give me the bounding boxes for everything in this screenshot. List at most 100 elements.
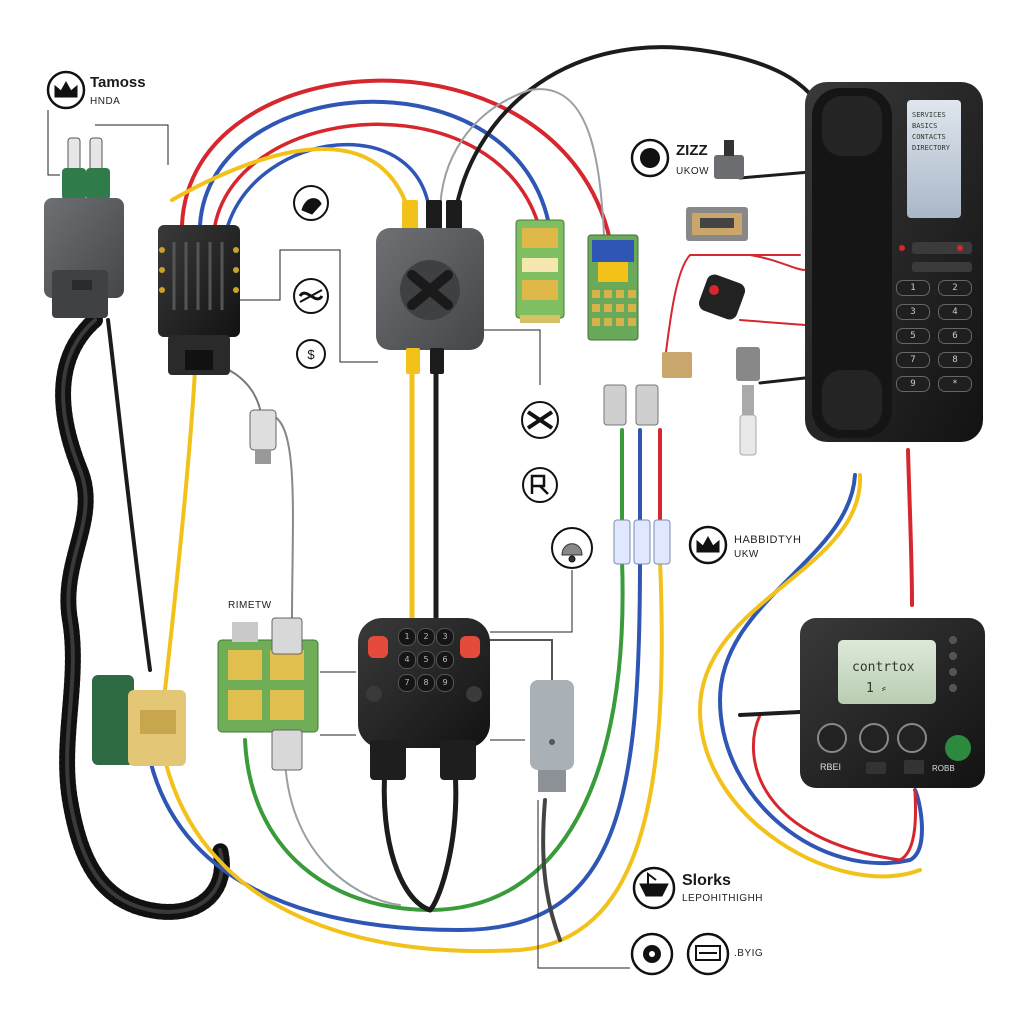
blue-wire-bottom — [148, 558, 642, 933]
disc-icon — [630, 932, 674, 976]
leader-lines — [47, 110, 630, 969]
terminal-blocks — [92, 675, 186, 766]
svg-text:$: $ — [307, 347, 315, 362]
phone-screen-line-1: SERVICES — [912, 111, 946, 119]
pcb-board — [217, 617, 319, 771]
swirl-icon — [293, 278, 329, 314]
phone-key-0[interactable]: 1 — [896, 280, 930, 296]
black-wire-top — [453, 45, 817, 217]
leader-tamoss — [47, 110, 60, 176]
phone-key-7[interactable]: 8 — [938, 352, 972, 368]
remote-key-6[interactable]: 6 — [436, 651, 454, 669]
controller-box — [800, 618, 985, 788]
yellow-wire-bottom — [163, 558, 664, 953]
pcb-module-2 — [587, 234, 639, 341]
pencil-hand-icon — [293, 185, 329, 221]
gray-wire-fuse-2 — [269, 414, 294, 621]
controller-lcd-main: contrtox — [852, 660, 915, 675]
gray-wire-module-2 — [487, 639, 553, 681]
phone-screen-line-4: DIRECTORY — [912, 144, 950, 152]
hub-box — [376, 200, 484, 374]
coiled-cord-inner — [61, 318, 224, 914]
remote-key-4[interactable]: 4 — [398, 651, 416, 669]
gear-face-icon — [630, 138, 670, 178]
red-wire-phone — [906, 448, 914, 607]
wires — [55, 45, 924, 953]
leader-bell — [490, 570, 573, 633]
leader-tamoss-2 — [95, 124, 169, 165]
phone-key-3[interactable]: 4 — [938, 304, 972, 320]
bell-icon — [551, 527, 593, 569]
phone-key-4[interactable]: 5 — [896, 328, 930, 344]
label-slorks-title: Slorks — [682, 872, 731, 889]
remote-key-8[interactable]: 8 — [417, 674, 435, 692]
gray-wire-bottom — [284, 759, 401, 906]
phone-screen — [907, 100, 961, 218]
printer-icon — [686, 932, 730, 976]
remote-key-5[interactable]: 5 — [417, 651, 435, 669]
controller-lcd-value: 1 ⸗ — [866, 681, 886, 696]
label-tamoss-sub: HNDA — [90, 96, 121, 107]
label-slorks-sub: LEPOHITHIGHH — [682, 893, 764, 904]
remote-key-9[interactable]: 9 — [436, 674, 454, 692]
controller-button-3[interactable] — [897, 723, 927, 753]
phone-screen-text: SERVICES BASICS CONTACTS DIRECTORY — [912, 110, 950, 154]
controller-label-right: ROBB — [932, 764, 955, 773]
phone-screen-line-3: CONTACTS — [912, 133, 946, 141]
red-wire-controller — [752, 713, 918, 862]
relay-module — [158, 225, 240, 375]
label-tamoss-title: Tamoss — [90, 74, 146, 91]
controller-button-1[interactable] — [817, 723, 847, 753]
label-habbidtyh-sub: UKW — [734, 549, 759, 560]
phone-screen-line-2: BASICS — [912, 122, 938, 130]
yellow-wire-phone — [697, 473, 922, 879]
phone-key-8[interactable]: 9 — [896, 376, 930, 392]
phone-key-1[interactable]: 2 — [938, 280, 972, 296]
red-wire-top — [180, 78, 612, 242]
red-wire-side-4 — [749, 254, 806, 271]
blue-wire-top — [198, 99, 552, 232]
green-wire-bottom — [243, 558, 625, 913]
dollar-icon: $ — [296, 339, 326, 369]
label-zizz-title: ZIZZ — [676, 142, 708, 159]
leader-hub — [483, 329, 541, 385]
small-fuse — [249, 409, 277, 464]
icon-symbols: $ — [46, 70, 730, 976]
usb-plug — [736, 347, 760, 456]
label-zizz-sub: UKOW — [676, 166, 710, 177]
connector-module — [530, 680, 574, 792]
film-connector — [686, 207, 748, 241]
remote-key-3[interactable]: 3 — [436, 628, 454, 646]
sensor-component — [698, 274, 746, 320]
scissors-icon — [521, 401, 559, 439]
label-rimetw: RIMETW — [228, 600, 272, 611]
rj-plugs — [603, 352, 692, 565]
black-wire-side-3 — [758, 376, 807, 385]
crown-icon — [46, 70, 86, 110]
key-r-icon — [522, 467, 558, 503]
switch-component — [714, 140, 744, 179]
label-byig: .BYIG — [734, 948, 764, 959]
phone-key-5[interactable]: 6 — [938, 328, 972, 344]
black-wire-remote-right — [427, 767, 459, 913]
red-wire-side-2 — [739, 319, 806, 326]
controller-power-button[interactable] — [945, 735, 971, 761]
boat-icon — [632, 866, 676, 910]
gray-wire-module — [541, 798, 562, 942]
remote-key-7[interactable]: 7 — [398, 674, 416, 692]
phone-key-6[interactable]: 7 — [896, 352, 930, 368]
controller-lcd — [838, 640, 936, 704]
phone-key-2[interactable]: 3 — [896, 304, 930, 320]
controller-button-2[interactable] — [859, 723, 889, 753]
black-wire-remote-left — [381, 767, 433, 913]
black-wire-left — [106, 318, 152, 672]
phone-key-9[interactable]: * — [938, 376, 972, 392]
remote-key-2[interactable]: 2 — [417, 628, 435, 646]
remote-key-1[interactable]: 1 — [398, 628, 416, 646]
pcb-module-1 — [515, 219, 565, 323]
black-wire-controller — [738, 710, 802, 717]
crown-icon-habbidtyh — [688, 525, 728, 565]
